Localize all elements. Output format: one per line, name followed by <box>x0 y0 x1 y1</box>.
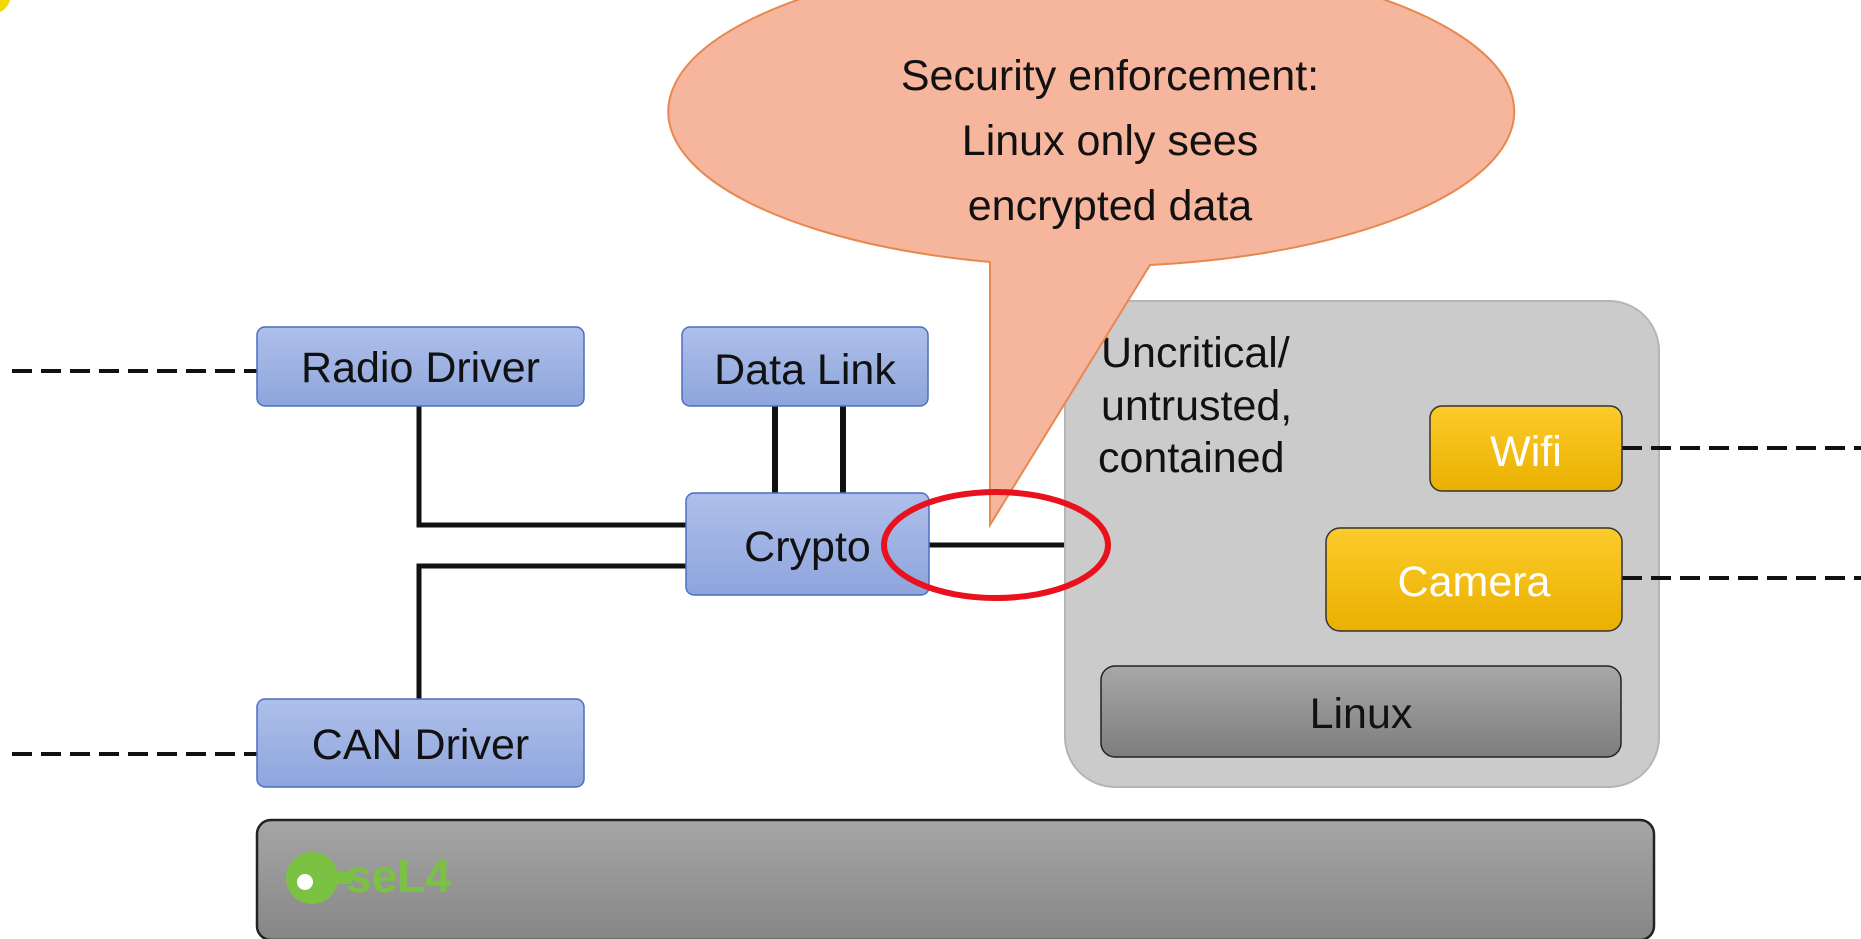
callout-line2: Linux only sees <box>962 117 1258 165</box>
radio-driver-box: Radio Driver <box>256 326 585 407</box>
can-crypto-link <box>416 563 686 700</box>
camera-box: Camera <box>1325 527 1623 632</box>
container-label-line2: untrusted, <box>1101 382 1292 430</box>
linux-box: Linux <box>1100 665 1622 758</box>
sel4-logo: seL4 <box>286 850 451 904</box>
security-callout: Security enforcement: Linux only sees en… <box>667 0 1516 529</box>
corner-accent <box>0 0 10 12</box>
camera-label: Camera <box>1398 558 1551 606</box>
highlight-ellipse <box>881 489 1111 601</box>
radio-crypto-link <box>416 404 686 528</box>
callout-line3: encrypted data <box>968 182 1253 230</box>
data-link-label: Data Link <box>714 346 896 394</box>
crypto-label: Crypto <box>744 523 871 571</box>
sel4-logo-text: seL4 <box>346 850 451 902</box>
callout-line1: Security enforcement: <box>901 52 1319 100</box>
wifi-box: Wifi <box>1429 405 1623 492</box>
can-driver-box: CAN Driver <box>256 698 585 788</box>
linux-label: Linux <box>1310 690 1413 738</box>
container-label-line1: Uncritical/ <box>1101 329 1290 377</box>
crypto-box: Crypto <box>685 492 930 596</box>
data-link-box: Data Link <box>681 326 929 407</box>
radio-driver-label: Radio Driver <box>301 344 540 392</box>
can-driver-label: CAN Driver <box>312 721 529 769</box>
sel4-kernel-bar <box>255 818 1656 939</box>
container-label-line3: contained <box>1098 434 1285 482</box>
wifi-label: Wifi <box>1490 428 1562 476</box>
